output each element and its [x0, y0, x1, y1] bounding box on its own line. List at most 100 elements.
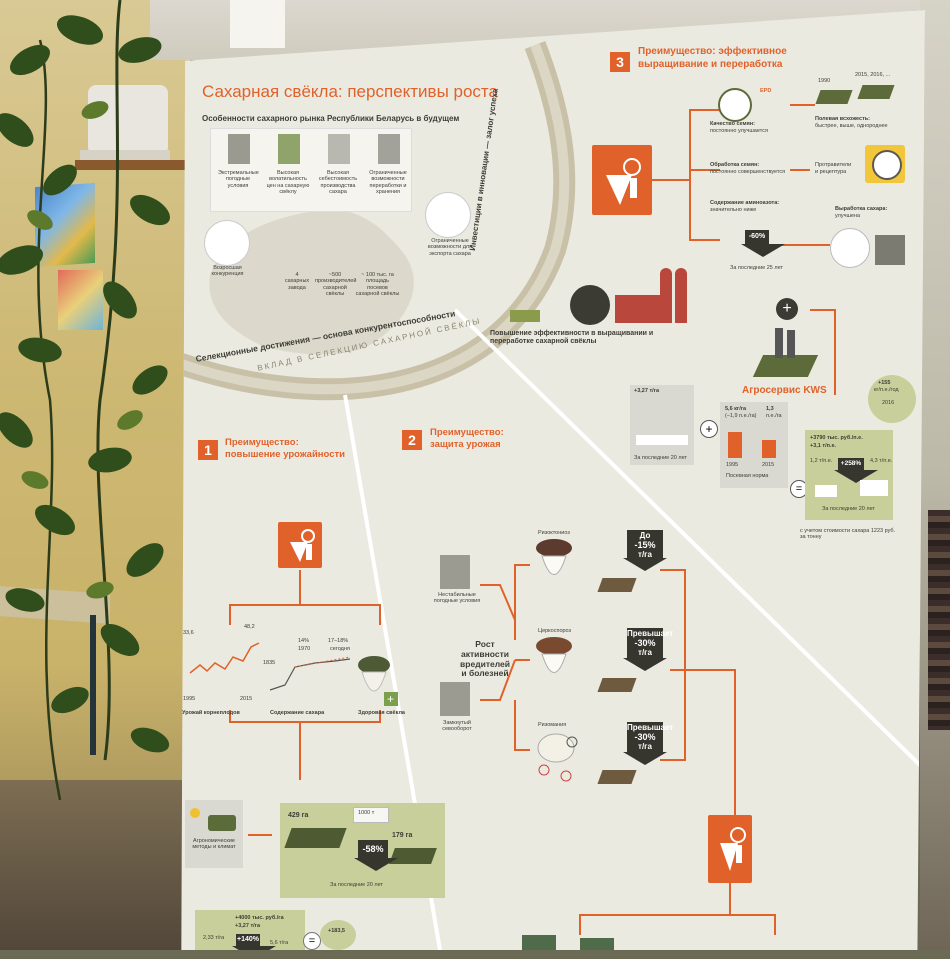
area-decrease-arrow: -58% — [354, 840, 398, 871]
partner-name: Агросервис KWS — [742, 385, 827, 396]
curtain — [928, 510, 950, 730]
poster: Сахарная свёкла: перспективы роста Особе… — [181, 10, 925, 950]
svg-text:+: + — [387, 692, 394, 706]
healthy-beet-icon: + — [358, 656, 398, 706]
row-2-title: Обработка семян: — [710, 162, 760, 168]
yield-chart — [189, 642, 260, 674]
yield-caption: Урожай корнеплодов — [182, 710, 240, 716]
result-left: 1,2 т/п.е. — [810, 458, 833, 464]
yield-year-end: 2015 — [240, 696, 253, 702]
profit-mid: +3,27 т/га — [235, 923, 261, 929]
profit-left: 2,33 т/га — [203, 935, 225, 941]
row-2-result-desc: и рецептура — [815, 169, 847, 175]
row-3-result-desc: улучшена — [835, 213, 861, 219]
intro-heading: Особенности сахарного рынка Республики Б… — [202, 114, 460, 123]
profit-increase-arrow: +140% — [232, 934, 276, 950]
bubble-competition: Возросшая конкуренция — [211, 265, 244, 278]
row-3-result-title: Выработка сахара: — [835, 206, 888, 212]
crop-rotation-icon — [440, 682, 470, 716]
benefit-1-number: 1 — [198, 440, 218, 460]
row-2-result-title: Протравители — [815, 162, 852, 168]
seed-quality-icon — [718, 88, 752, 122]
plant — [0, 0, 185, 801]
yield-card — [630, 385, 694, 465]
wall-picture — [58, 270, 103, 330]
silo-icon — [378, 134, 400, 164]
loss-arrow-3: Превышает-30%т/га — [623, 722, 674, 765]
yield-card-value: +3,27 т/га — [634, 388, 660, 394]
export-bubble — [425, 192, 471, 238]
seed-rate-b: (–1,9 п.е./га) — [725, 413, 757, 419]
row-1-result-title: Полевая всхожесть: — [815, 116, 870, 122]
loss-arrow-2: Превышает-30%т/га — [623, 628, 674, 671]
result-note: За последние 20 лет — [822, 506, 875, 512]
badge-year: 2016 — [882, 400, 895, 406]
window — [230, 0, 285, 48]
row-1-title: Качество семян: — [710, 121, 755, 127]
annual-gain-badge — [868, 375, 916, 423]
sugar-year-a: 1970 — [298, 646, 311, 652]
field-1 — [597, 578, 637, 592]
diseased-beet-icon-2 — [536, 637, 572, 673]
loss-arrow-1: До-15%т/га — [623, 530, 667, 571]
field-1990 — [815, 90, 853, 104]
silo-icon-2 — [675, 268, 687, 323]
disease-2-name: Церкоспороз — [538, 628, 572, 634]
treatment-seed-icon — [872, 150, 902, 180]
benefit-3-title: Преимущество: эффективное — [638, 46, 787, 57]
intro-card-4: Ограниченные возможности переработки и х… — [369, 170, 407, 195]
amino-decrease-arrow: -60% — [741, 230, 785, 257]
sugar-year-b: 1835 — [263, 660, 276, 666]
bubble-export: Ограниченные возможности для экспорта са… — [427, 238, 473, 257]
diseased-beet-icon-3 — [537, 733, 578, 782]
silo-icon — [660, 268, 672, 323]
result-mid: +3,1 т/п.е. — [810, 443, 837, 449]
input-rotation: Замкнутый севооборот — [442, 720, 472, 733]
person-icon-2 — [787, 330, 795, 358]
area-tonnes: 1000 т — [358, 810, 375, 816]
plus-icon: + — [776, 298, 798, 320]
profit-side: +183,5 — [328, 928, 345, 934]
row-3-desc: значительно ниже — [710, 207, 757, 213]
row-3-title: Содержание аминоазота: — [710, 200, 780, 206]
floor — [0, 780, 190, 950]
seed-rate-a: 5,6 кг/га — [725, 406, 747, 412]
year-2015: 2015, 2016, ... — [855, 72, 891, 78]
poster-title: Сахарная свёкла: перспективы роста — [202, 82, 498, 101]
seed-rate-c: 1,3 — [766, 406, 774, 412]
tractor-icon — [208, 815, 236, 831]
epd-label: EPD — [760, 88, 772, 94]
intro-card-3: Высокая себестоимость производства сахар… — [318, 170, 358, 195]
area-left-value: 429 га — [288, 812, 309, 819]
benefit-1-subtitle: повышение урожайности — [225, 449, 346, 460]
sugar-beet-research-icon-3 — [592, 145, 652, 215]
sugar-range: 17–18% — [328, 638, 349, 644]
benefit-1-title: Преимущество: — [225, 437, 299, 448]
seed-bag-1995 — [728, 432, 742, 458]
yield-year-start: 1995 — [183, 696, 196, 702]
intro-card-2: Высокая волатильность цен на сахарную св… — [266, 170, 310, 195]
benefit-3-subtitle: выращивание и переработка — [638, 59, 783, 70]
seed-bag-2015 — [762, 440, 776, 458]
poster-graphics — [181, 41, 925, 950]
sugar-pile-small — [815, 485, 837, 497]
factory-icon — [875, 235, 905, 265]
result-top: +3790 тыс. руб./п.е. — [810, 435, 863, 441]
seed-year-1995: 1995 — [726, 462, 739, 468]
growth-chart-icon — [830, 228, 870, 268]
disease-1-name: Ризоктониоз — [538, 530, 570, 536]
yield-start-value: 33,6 — [183, 630, 194, 636]
bottom-chart-bar-1 — [522, 935, 556, 950]
table-leg — [90, 615, 96, 755]
sugar-content-chart — [269, 656, 351, 691]
wall-right — [920, 0, 950, 950]
bottom-chart-bar-2 — [580, 938, 614, 950]
input-weather: Нестабильные погодные условия — [433, 592, 481, 605]
intro-card-1: Экстремальные погодные условия — [218, 170, 259, 189]
seed-card-caption: Посевная норма — [726, 473, 769, 479]
agro-caption: Агрономические методы и климат — [192, 838, 236, 851]
